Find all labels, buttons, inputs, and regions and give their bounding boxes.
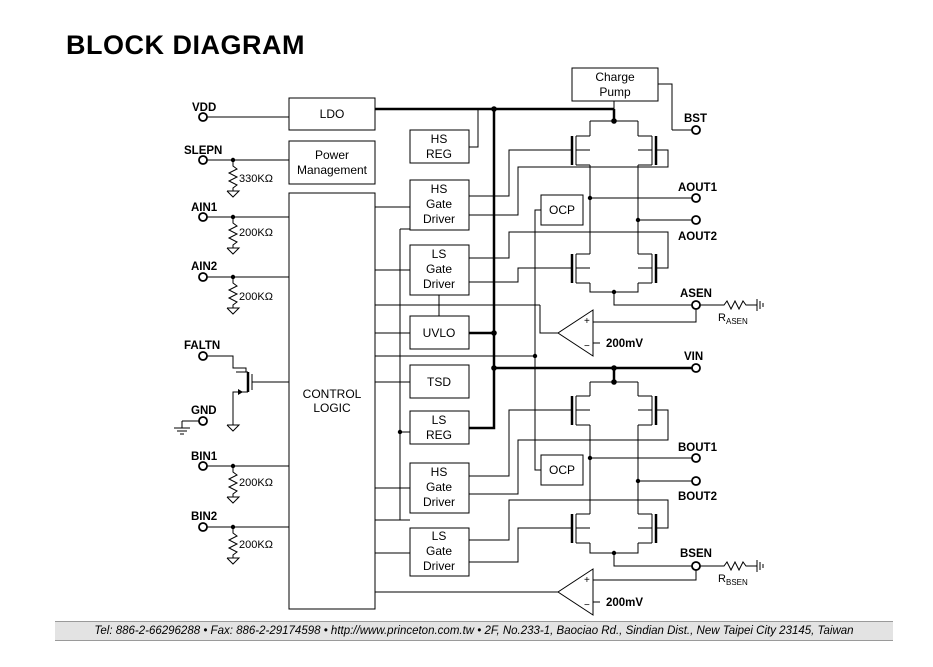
ain1-resistor-value: 200KΩ: [239, 227, 273, 239]
ls-gate-driver-a-label-1: LS: [432, 247, 447, 261]
ls-gate-driver-a-block: LS Gate Driver: [409, 244, 470, 296]
control-bus-wires: [375, 206, 558, 593]
aout2-pin: AOUT2: [678, 215, 717, 243]
uvlo-label: UVLO: [423, 326, 456, 340]
ls-gate-driver-b-block: LS Gate Driver: [409, 527, 470, 577]
comparator-b-ref: 200mV: [606, 597, 643, 609]
rasen-subscript: ASEN: [726, 317, 748, 326]
h-bridge-a: OCP: [469, 109, 696, 356]
bout2-pin-label: BOUT2: [678, 491, 717, 503]
comparator-a-ref: 200mV: [606, 338, 643, 350]
ain1-pin: AIN1 200KΩ: [191, 202, 289, 255]
supply-rails: [375, 106, 696, 430]
charge-pump-label-2: Pump: [599, 85, 631, 99]
ls-gate-driver-a-label-2: Gate: [426, 262, 452, 276]
h-bridge-b: OCP: [469, 356, 696, 567]
ocp-a-label: OCP: [549, 203, 575, 217]
hs-gate-driver-b-label-1: HS: [431, 465, 448, 479]
comparator-a-plus: +: [584, 316, 590, 327]
hs-gate-driver-a-label-2: Gate: [426, 197, 452, 211]
uvlo-block: UVLO: [409, 315, 470, 350]
bout2-pin: BOUT2: [678, 476, 717, 503]
bin2-pin: BIN2 200KΩ: [191, 511, 289, 565]
aout1-pin: AOUT1: [678, 182, 718, 203]
charge-pump-label-1: Charge: [595, 70, 635, 84]
rbsen-label: R: [718, 573, 726, 585]
bin2-resistor-value: 200KΩ: [239, 539, 273, 551]
slepn-pin-label: SLEPN: [184, 145, 222, 157]
power-management-label-2: Management: [297, 163, 368, 177]
gnd-pin: GND: [174, 405, 217, 435]
asen-pin-label: ASEN: [680, 288, 712, 300]
bout1-pin: BOUT1: [678, 442, 718, 463]
aout2-pin-label: AOUT2: [678, 231, 717, 243]
ain1-pin-label: AIN1: [191, 202, 218, 214]
hs-gate-driver-b-label-2: Gate: [426, 480, 452, 494]
comparator-a-minus: −: [584, 341, 590, 352]
hs-reg-block: HS REG: [409, 129, 470, 164]
faltn-pin-label: FALTN: [184, 340, 220, 352]
ldo-block: LDO: [288, 97, 376, 131]
comparator-b: + − 200mV: [557, 568, 643, 616]
contact-footer: Tel: 886-2-66296288 • Fax: 886-2-2917459…: [55, 621, 893, 641]
hs-gate-driver-b-label-3: Driver: [423, 495, 455, 509]
vdd-pin: VDD: [192, 102, 289, 122]
hs-gate-driver-a-block: HS Gate Driver: [409, 179, 470, 231]
bin2-pin-label: BIN2: [191, 511, 217, 523]
asen-pin: ASEN R ASEN: [590, 288, 764, 326]
hs-gate-driver-b-block: HS Gate Driver: [409, 462, 470, 514]
hs-reg-label-1: HS: [431, 132, 448, 146]
bout1-pin-label: BOUT1: [678, 442, 718, 454]
control-logic-label-1: CONTROL: [303, 387, 362, 401]
vin-pin: VIN: [611, 351, 703, 385]
comparator-b-plus: +: [584, 575, 590, 586]
aout1-pin-label: AOUT1: [678, 182, 718, 194]
tsd-block: TSD: [409, 364, 470, 399]
bin1-resistor-value: 200KΩ: [239, 477, 273, 489]
ls-reg-label-2: REG: [426, 428, 452, 442]
vin-pin-label: VIN: [684, 351, 703, 363]
ls-gate-driver-b-label-2: Gate: [426, 544, 452, 558]
ls-reg-block: LS REG: [409, 410, 470, 445]
bin1-pin: BIN1 200KΩ: [191, 451, 289, 504]
bin1-pin-label: BIN1: [191, 451, 218, 463]
ls-gate-driver-b-label-1: LS: [432, 529, 447, 543]
rbsen-subscript: BSEN: [726, 578, 748, 587]
ls-reg-label-1: LS: [432, 413, 447, 427]
slepn-pin: SLEPN 330KΩ: [184, 145, 289, 198]
bst-pin-label: BST: [684, 113, 707, 125]
charge-pump-block: Charge Pump: [571, 67, 673, 130]
bsen-pin: BSEN R BSEN: [590, 548, 764, 587]
ain2-pin-label: AIN2: [191, 261, 217, 273]
vdd-pin-label: VDD: [192, 102, 216, 114]
power-management-block: Power Management: [288, 140, 376, 185]
ain2-pin: AIN2 200KΩ: [191, 261, 289, 315]
rasen-label: R: [718, 312, 726, 324]
hs-gate-driver-a-label-1: HS: [431, 182, 448, 196]
comparator-a: + − 200mV: [539, 305, 643, 357]
bst-pin: BST: [672, 113, 707, 135]
hs-reg-label-2: REG: [426, 147, 452, 161]
slepn-resistor-value: 330KΩ: [239, 173, 273, 185]
block-diagram-title: BLOCK DIAGRAM: [66, 30, 305, 60]
comparator-b-minus: −: [584, 600, 590, 611]
power-management-label-1: Power: [315, 148, 349, 162]
ain2-resistor-value: 200KΩ: [239, 291, 273, 303]
tsd-label: TSD: [427, 375, 451, 389]
control-logic-label-2: LOGIC: [313, 401, 351, 415]
ldo-label: LDO: [320, 107, 345, 121]
faltn-pin: FALTN: [184, 340, 289, 432]
ls-gate-driver-a-label-3: Driver: [423, 277, 455, 291]
control-logic-block: CONTROL LOGIC: [288, 192, 376, 610]
ocp-b-label: OCP: [549, 463, 575, 477]
bsen-pin-label: BSEN: [680, 548, 712, 560]
ls-gate-driver-b-label-3: Driver: [423, 559, 455, 573]
gnd-pin-label: GND: [191, 405, 217, 417]
hs-gate-driver-a-label-3: Driver: [423, 212, 455, 226]
